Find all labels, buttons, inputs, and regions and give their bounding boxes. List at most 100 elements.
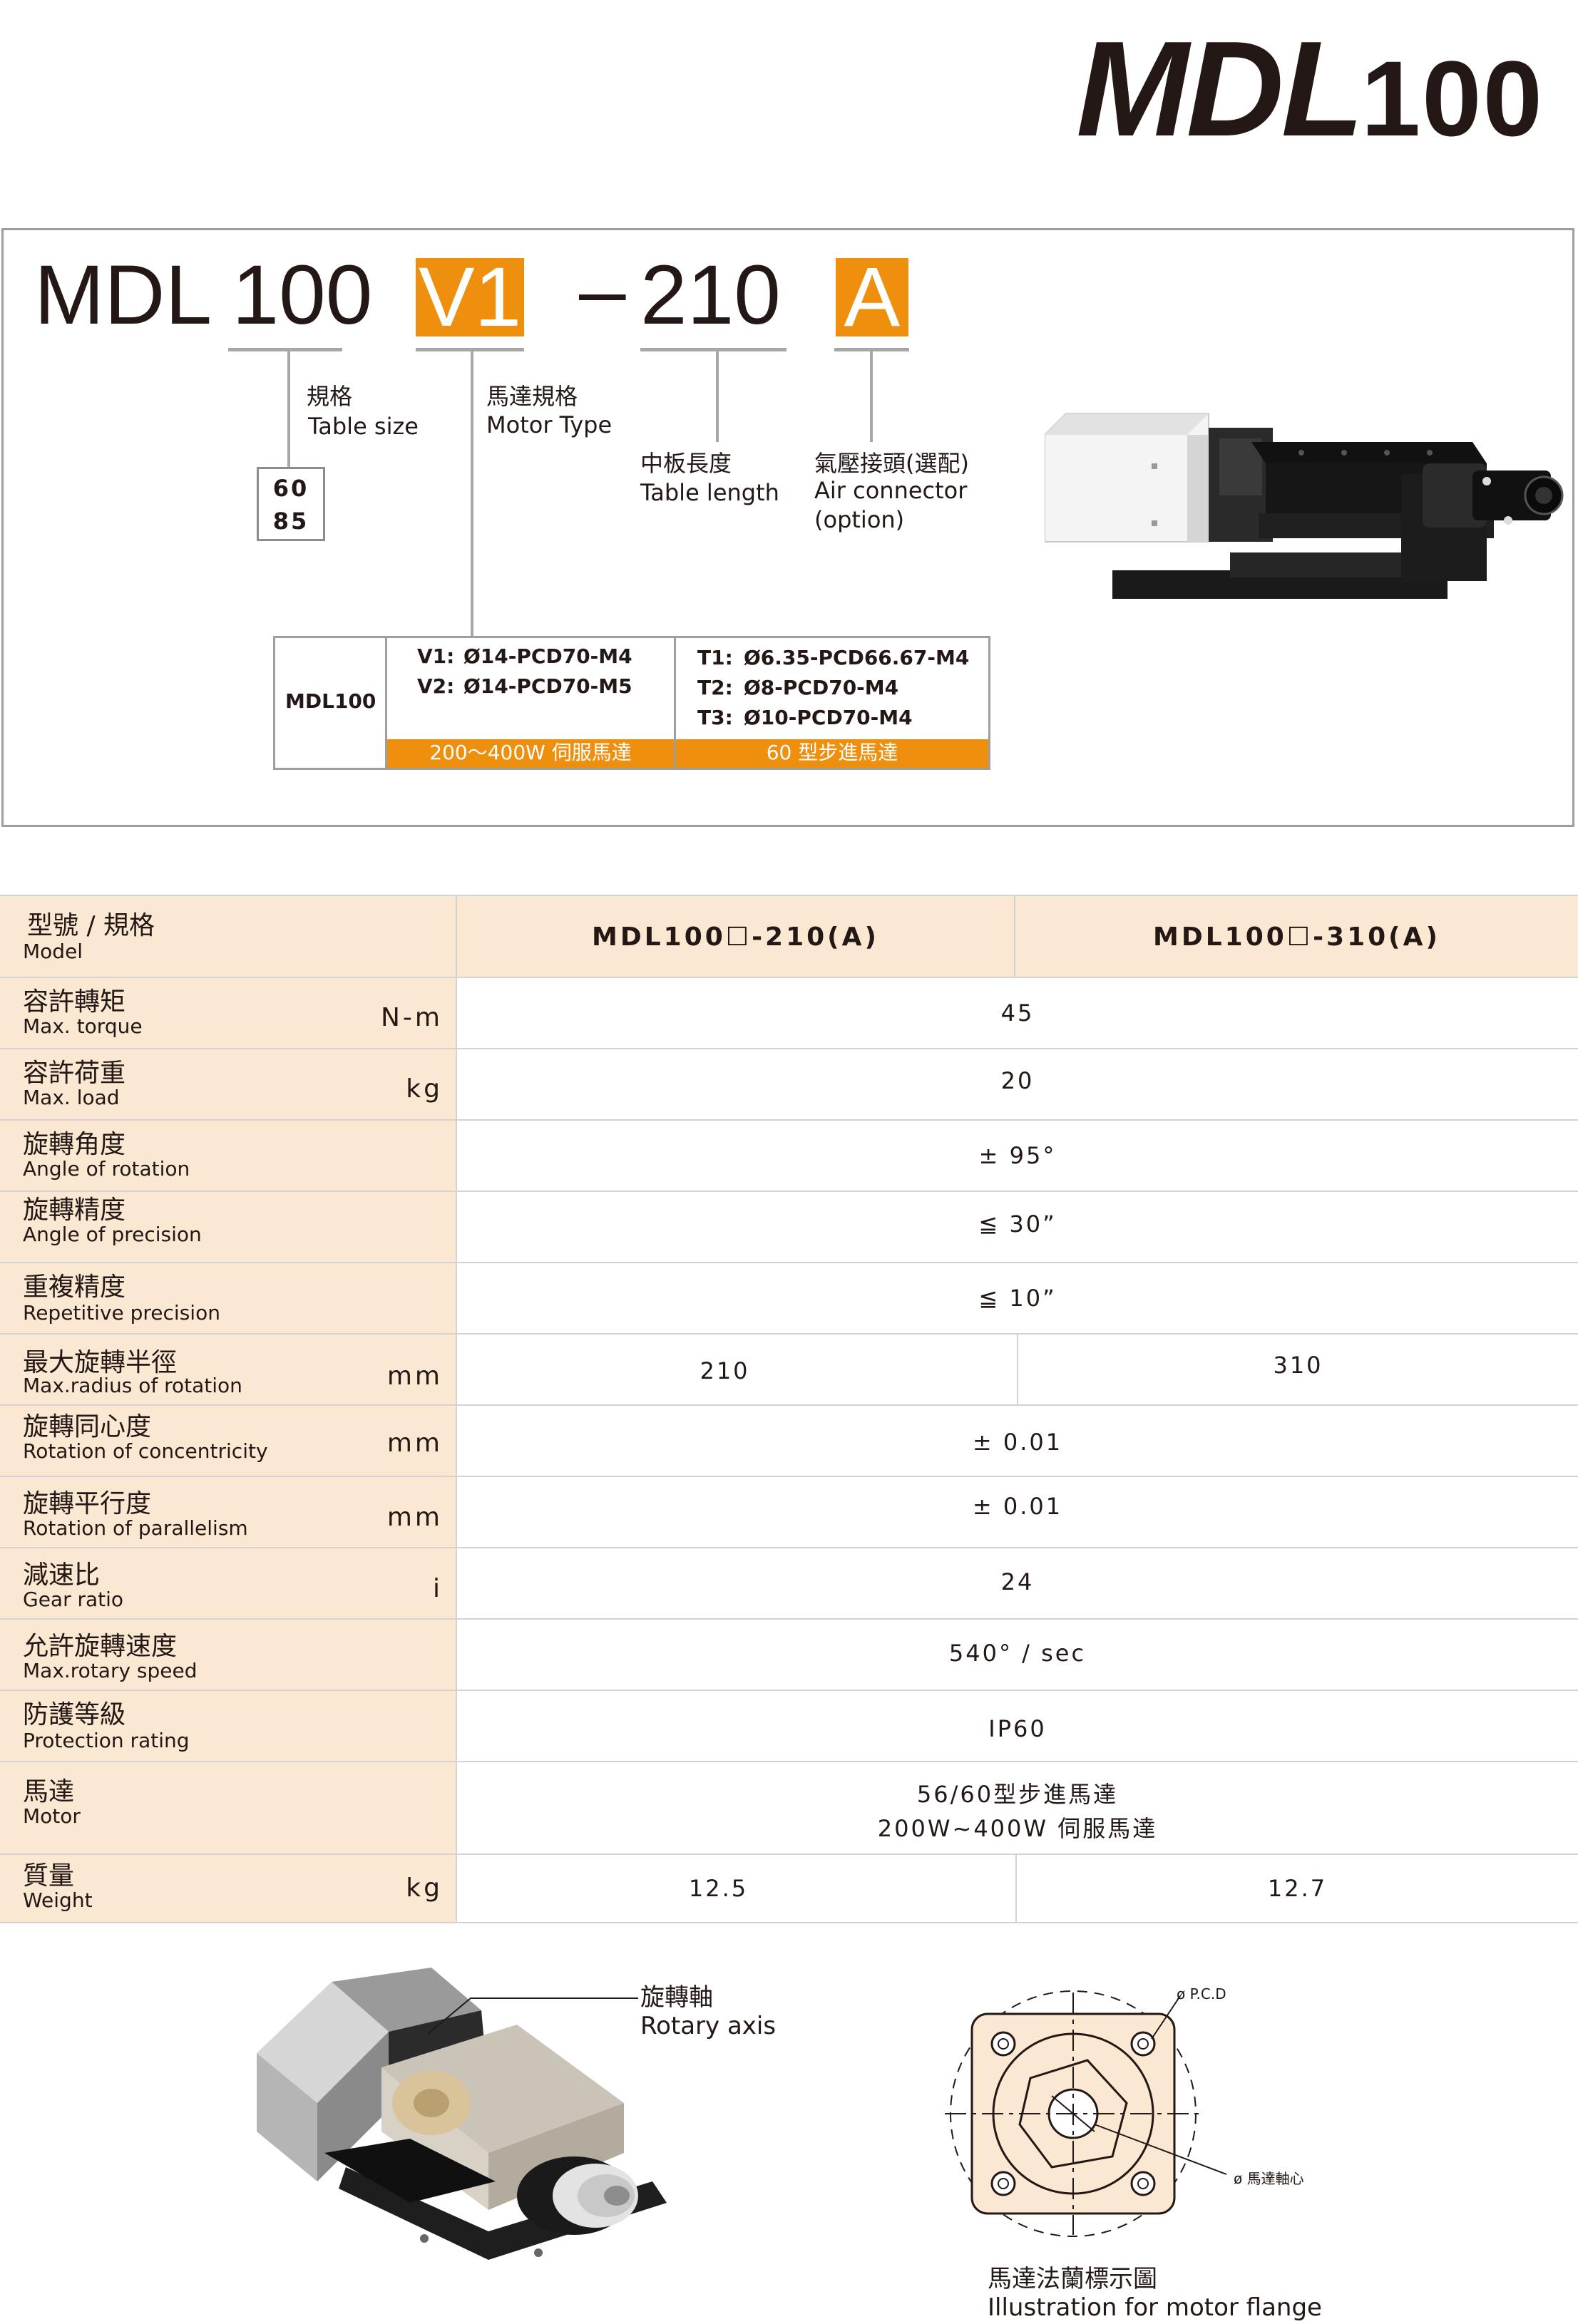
servo-band: 200〜400W 伺服馬達 bbox=[387, 739, 674, 768]
row-value: ± 0.01 bbox=[972, 1493, 1063, 1520]
row-value: 20 bbox=[1000, 1067, 1035, 1094]
motor-type-table bbox=[273, 636, 990, 770]
row-label-zh: 減速比 bbox=[23, 1561, 101, 1590]
row-unit: mm bbox=[386, 1429, 443, 1458]
spec-row: 馬達 Motor 56/60型步進馬達 200W~400W 伺服馬達 bbox=[0, 1762, 1578, 1855]
size-option: 85 bbox=[272, 508, 309, 535]
motor-type-label-zh: 馬達規格 bbox=[486, 383, 578, 410]
table-length-label-zh: 中板長度 bbox=[640, 450, 732, 477]
servo-spec-v2: Ø14-PCD70-M5 bbox=[463, 674, 632, 698]
row-unit: kg bbox=[406, 1074, 443, 1104]
spec-row: 允許旋轉速度 Max.rotary speed 540° / sec bbox=[0, 1620, 1578, 1691]
stepper-spec-t1: Ø6.35-PCD66.67-M4 bbox=[744, 646, 970, 669]
size-connector bbox=[287, 349, 290, 467]
row-value: ± 95° bbox=[978, 1142, 1057, 1169]
air-label-zh: 氣壓接頭(選配) bbox=[814, 450, 969, 477]
spec-header-label: 型號 / 規格 Model bbox=[0, 896, 457, 977]
cell-divider bbox=[1015, 1855, 1017, 1922]
motor-underline bbox=[416, 348, 524, 351]
spec-row-label: 減速比 Gear ratio i bbox=[0, 1548, 457, 1618]
row-label-en: Rotation of concentricity bbox=[23, 1439, 268, 1463]
size-options: 60 85 bbox=[257, 467, 325, 541]
row-unit: kg bbox=[406, 1873, 443, 1903]
row-unit: mm bbox=[386, 1503, 443, 1532]
rotary-axis-label-en: Rotary axis bbox=[640, 2012, 777, 2040]
spec-row: 重複精度 Repetitive precision ≦ 10” bbox=[0, 1263, 1578, 1335]
row-label-en: Gear ratio bbox=[23, 1588, 124, 1611]
cell-divider bbox=[1017, 1335, 1018, 1404]
row-label-en: Max. torque bbox=[23, 1014, 143, 1038]
header-label-en: Model bbox=[23, 940, 83, 963]
header-col-210: MDL100☐-210(A) bbox=[457, 896, 1015, 977]
length-underline bbox=[640, 348, 787, 351]
spec-row: 旋轉平行度 Rotation of parallelism mm ± 0.01 bbox=[0, 1477, 1578, 1548]
rotary-axis-leader bbox=[428, 1997, 638, 2035]
stepper-spec-t3: Ø10-PCD70-M4 bbox=[744, 706, 913, 729]
length-code: 210 bbox=[640, 248, 781, 342]
servo-spec-v1: Ø14-PCD70-M4 bbox=[463, 644, 632, 668]
row-value-line2: 200W~400W 伺服馬達 bbox=[877, 1815, 1158, 1842]
row-label-zh: 防護等級 bbox=[23, 1700, 126, 1729]
stepper-spec-t2: Ø8-PCD70-M4 bbox=[744, 676, 899, 699]
row-label-zh: 旋轉同心度 bbox=[23, 1412, 152, 1441]
row-label-en: Repetitive precision bbox=[23, 1301, 220, 1325]
size-underline bbox=[228, 348, 342, 351]
spec-row: 容許轉矩 Max. torque N-m 45 bbox=[0, 978, 1578, 1049]
motor-table-model: MDL100 bbox=[285, 689, 376, 713]
dash: – bbox=[579, 243, 626, 337]
pcd-label: ø P.C.D bbox=[1177, 1985, 1226, 2002]
row-label-en: Rotation of parallelism bbox=[23, 1516, 248, 1540]
motor-code-box: V1 bbox=[416, 255, 524, 339]
spec-row: 質量 Weight kg 12.5 12.7 bbox=[0, 1855, 1578, 1923]
row-label-en: Max.rotary speed bbox=[23, 1659, 198, 1682]
motor-flange-diagram bbox=[945, 1990, 1227, 2237]
row-label-zh: 旋轉平行度 bbox=[23, 1489, 152, 1518]
air-code-box: A bbox=[836, 255, 908, 339]
page-title: MDL100 bbox=[1076, 14, 1544, 165]
spec-row-label: 容許荷重 Max. load kg bbox=[0, 1049, 457, 1119]
row-label-en: Max. load bbox=[23, 1086, 120, 1109]
row-label-zh: 質量 bbox=[23, 1861, 75, 1891]
length-connector bbox=[716, 349, 719, 442]
motor-table-divider bbox=[674, 638, 676, 768]
row-value: ≦ 30” bbox=[978, 1210, 1057, 1238]
air-label-en: Air connector bbox=[814, 477, 968, 504]
motor-axis-label: ø 馬達軸心 bbox=[1234, 2170, 1304, 2187]
spec-row: 容許荷重 Max. load kg 20 bbox=[0, 1049, 1578, 1121]
row-label-zh: 容許轉矩 bbox=[23, 987, 126, 1017]
table-size-label-zh: 規格 bbox=[307, 383, 353, 410]
row-value: ≦ 10” bbox=[978, 1285, 1057, 1312]
row-label-en: Angle of precision bbox=[23, 1223, 202, 1246]
row-value: IP60 bbox=[988, 1715, 1047, 1742]
stepper-code-t2: T2: bbox=[697, 676, 733, 699]
motor-connector bbox=[471, 349, 473, 638]
spec-row-label: 容許轉矩 Max. torque N-m bbox=[0, 978, 457, 1048]
motor-table-divider bbox=[385, 638, 387, 768]
row-value-210: 210 bbox=[700, 1357, 750, 1384]
header-label-zh: 型號 / 規格 bbox=[27, 911, 155, 940]
row-label-zh: 旋轉精度 bbox=[23, 1196, 126, 1225]
size-option: 60 bbox=[272, 475, 309, 502]
stepper-code-t3: T3: bbox=[697, 706, 733, 729]
servo-code-v1: V1: bbox=[417, 644, 455, 668]
row-unit: N-m bbox=[381, 1003, 443, 1032]
row-value: 45 bbox=[1000, 999, 1035, 1027]
header-col-310: MDL100☐-310(A) bbox=[1015, 896, 1578, 977]
spec-row: 防護等級 Protection rating IP60 bbox=[0, 1691, 1578, 1762]
stepper-code-t1: T1: bbox=[697, 646, 733, 669]
motor-type-label-en: Motor Type bbox=[486, 411, 613, 438]
spec-row: 旋轉角度 Angle of rotation ± 95° bbox=[0, 1121, 1578, 1192]
spec-row: 旋轉精度 Angle of precision ≦ 30” bbox=[0, 1192, 1578, 1263]
spec-row-label: 最大旋轉半徑 Max.radius of rotation mm bbox=[0, 1335, 457, 1404]
stepper-band: 60 型步進馬達 bbox=[676, 739, 988, 768]
row-value-310: 310 bbox=[1273, 1352, 1323, 1379]
row-value-line1: 56/60型步進馬達 bbox=[916, 1781, 1119, 1808]
air-label-option: (option) bbox=[814, 506, 905, 533]
ordering-code-panel bbox=[1, 228, 1574, 827]
row-unit: mm bbox=[386, 1362, 443, 1391]
row-value-210: 12.5 bbox=[688, 1875, 749, 1902]
spec-row-label: 防護等級 Protection rating bbox=[0, 1691, 457, 1761]
rotary-axis-illustration bbox=[257, 1968, 667, 2260]
servo-code-v2: V2: bbox=[417, 674, 455, 698]
spec-row-label: 旋轉平行度 Rotation of parallelism mm bbox=[0, 1477, 457, 1547]
